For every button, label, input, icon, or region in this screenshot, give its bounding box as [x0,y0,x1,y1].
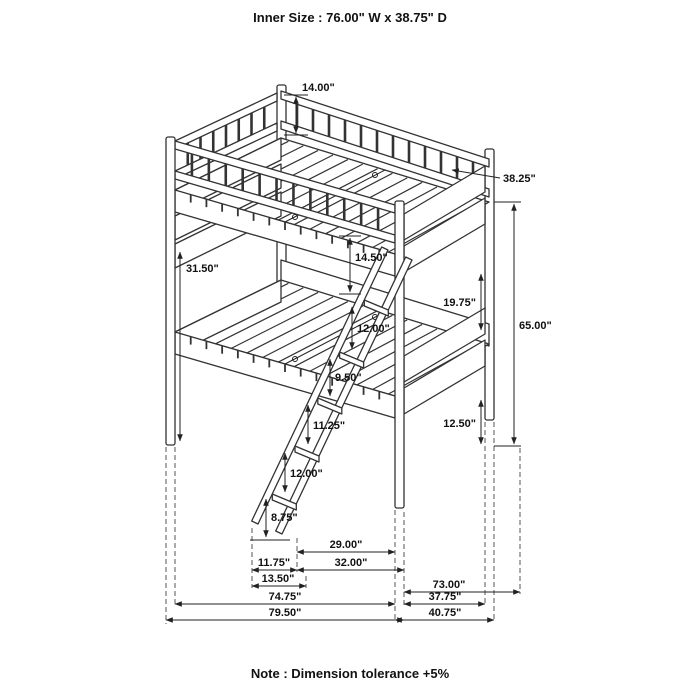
dim-length-overall: 79.50" [165,607,405,623]
dim-label-rung-1: 12.00" [357,323,390,335]
dim-label-length-inner: 74.75" [269,591,302,603]
dim-inner-depth: 38.25" [451,168,536,185]
dim-ladder-span-top: 29.00" [296,539,396,555]
dim-rung-spacing-3: 11.25" [305,404,345,445]
inner-size-title: Inner Size : 76.00" W x 38.75" D [253,10,447,25]
dim-overall-height: 65.00" [494,201,552,447]
dim-length-inner: 74.75" [174,591,396,607]
bed-structure [165,84,495,509]
top-bunk-back-guard-rail [280,90,490,198]
dim-guard-rail-height: 14.00" [284,82,335,136]
dim-depth-inner: 37.75" [403,591,486,607]
dim-label-ladder-span-mid: 32.00" [335,557,368,569]
ladder-rung [317,397,343,415]
dim-ladder-foot-1: 11.75" [251,557,298,573]
dim-label-ladder-foot-2: 13.50" [262,573,295,585]
dim-rung-spacing-1: 12.00" [349,306,390,350]
bottom-center-support-rail [284,311,386,365]
dim-label-depth-inner: 37.75" [429,591,462,603]
dim-label-rung-5: 8.75" [271,512,298,524]
right-front-post [394,200,405,509]
tolerance-note: Note : Dimension tolerance +5% [251,666,450,681]
dim-label-ladder-foot-1: 11.75" [258,557,290,569]
dim-lower-post-height: 31.50" [177,251,219,442]
dim-label-guard-rail-height: 14.00" [302,82,335,94]
dim-label-rung-3: 11.25" [313,420,345,432]
ladder-rung [294,445,320,463]
dim-label-footboard-clearance: 12.50" [443,418,476,430]
dim-rung-spacing-4: 12.00" [282,452,323,493]
dim-label-inner-depth: 38.25" [503,173,536,185]
ladder-right-stringer [275,256,413,535]
left-end-boards [174,137,282,355]
dim-label-depth-overall: 40.75" [429,607,462,619]
dim-label-rung-2: 9.50" [335,372,362,384]
dim-ladder-foot-2: 13.50" [251,573,307,589]
ladder-rung [271,493,297,511]
dim-label-length-overall: 79.50" [269,607,302,619]
dim-label-rung-4: 12.00" [290,468,323,480]
ladder-rung [363,299,389,317]
dim-ladder-span-mid: 32.00" [296,557,405,573]
dim-footboard-clearance: 12.50" [443,399,484,445]
dim-bunk-gap-right: 19.75" [443,273,484,331]
dim-label-overall-height: 65.00" [519,320,552,332]
dimension-annotations: 14.00" 38.25" 31.50" 14.50" 19.75" 65.00… [165,82,552,623]
bottom-front-slat-ticks [189,336,381,400]
right-back-post [484,148,495,421]
dim-depth-overall: 40.75" [394,607,495,623]
ladder-rung [338,351,365,369]
dim-label-ladder-span-top: 29.00" [330,539,363,551]
dim-bunk-gap-front: 14.50" [339,235,388,295]
dim-label-length-upper: 73.00" [433,579,466,591]
dim-length-upper: 73.00" [403,579,521,595]
dim-label-bunk-gap-right: 19.75" [443,297,476,309]
dim-label-lower-post-height: 31.50" [186,263,219,275]
dim-rung-spacing-5: 8.75" [263,498,298,538]
left-front-post [165,136,176,446]
dim-label-bunk-gap-front: 14.50" [355,252,388,264]
right-end-footboards [403,165,486,415]
dim-rung-spacing-2: 9.50" [327,358,362,397]
extension-lines [165,422,521,624]
front-guard-slats [190,153,380,231]
